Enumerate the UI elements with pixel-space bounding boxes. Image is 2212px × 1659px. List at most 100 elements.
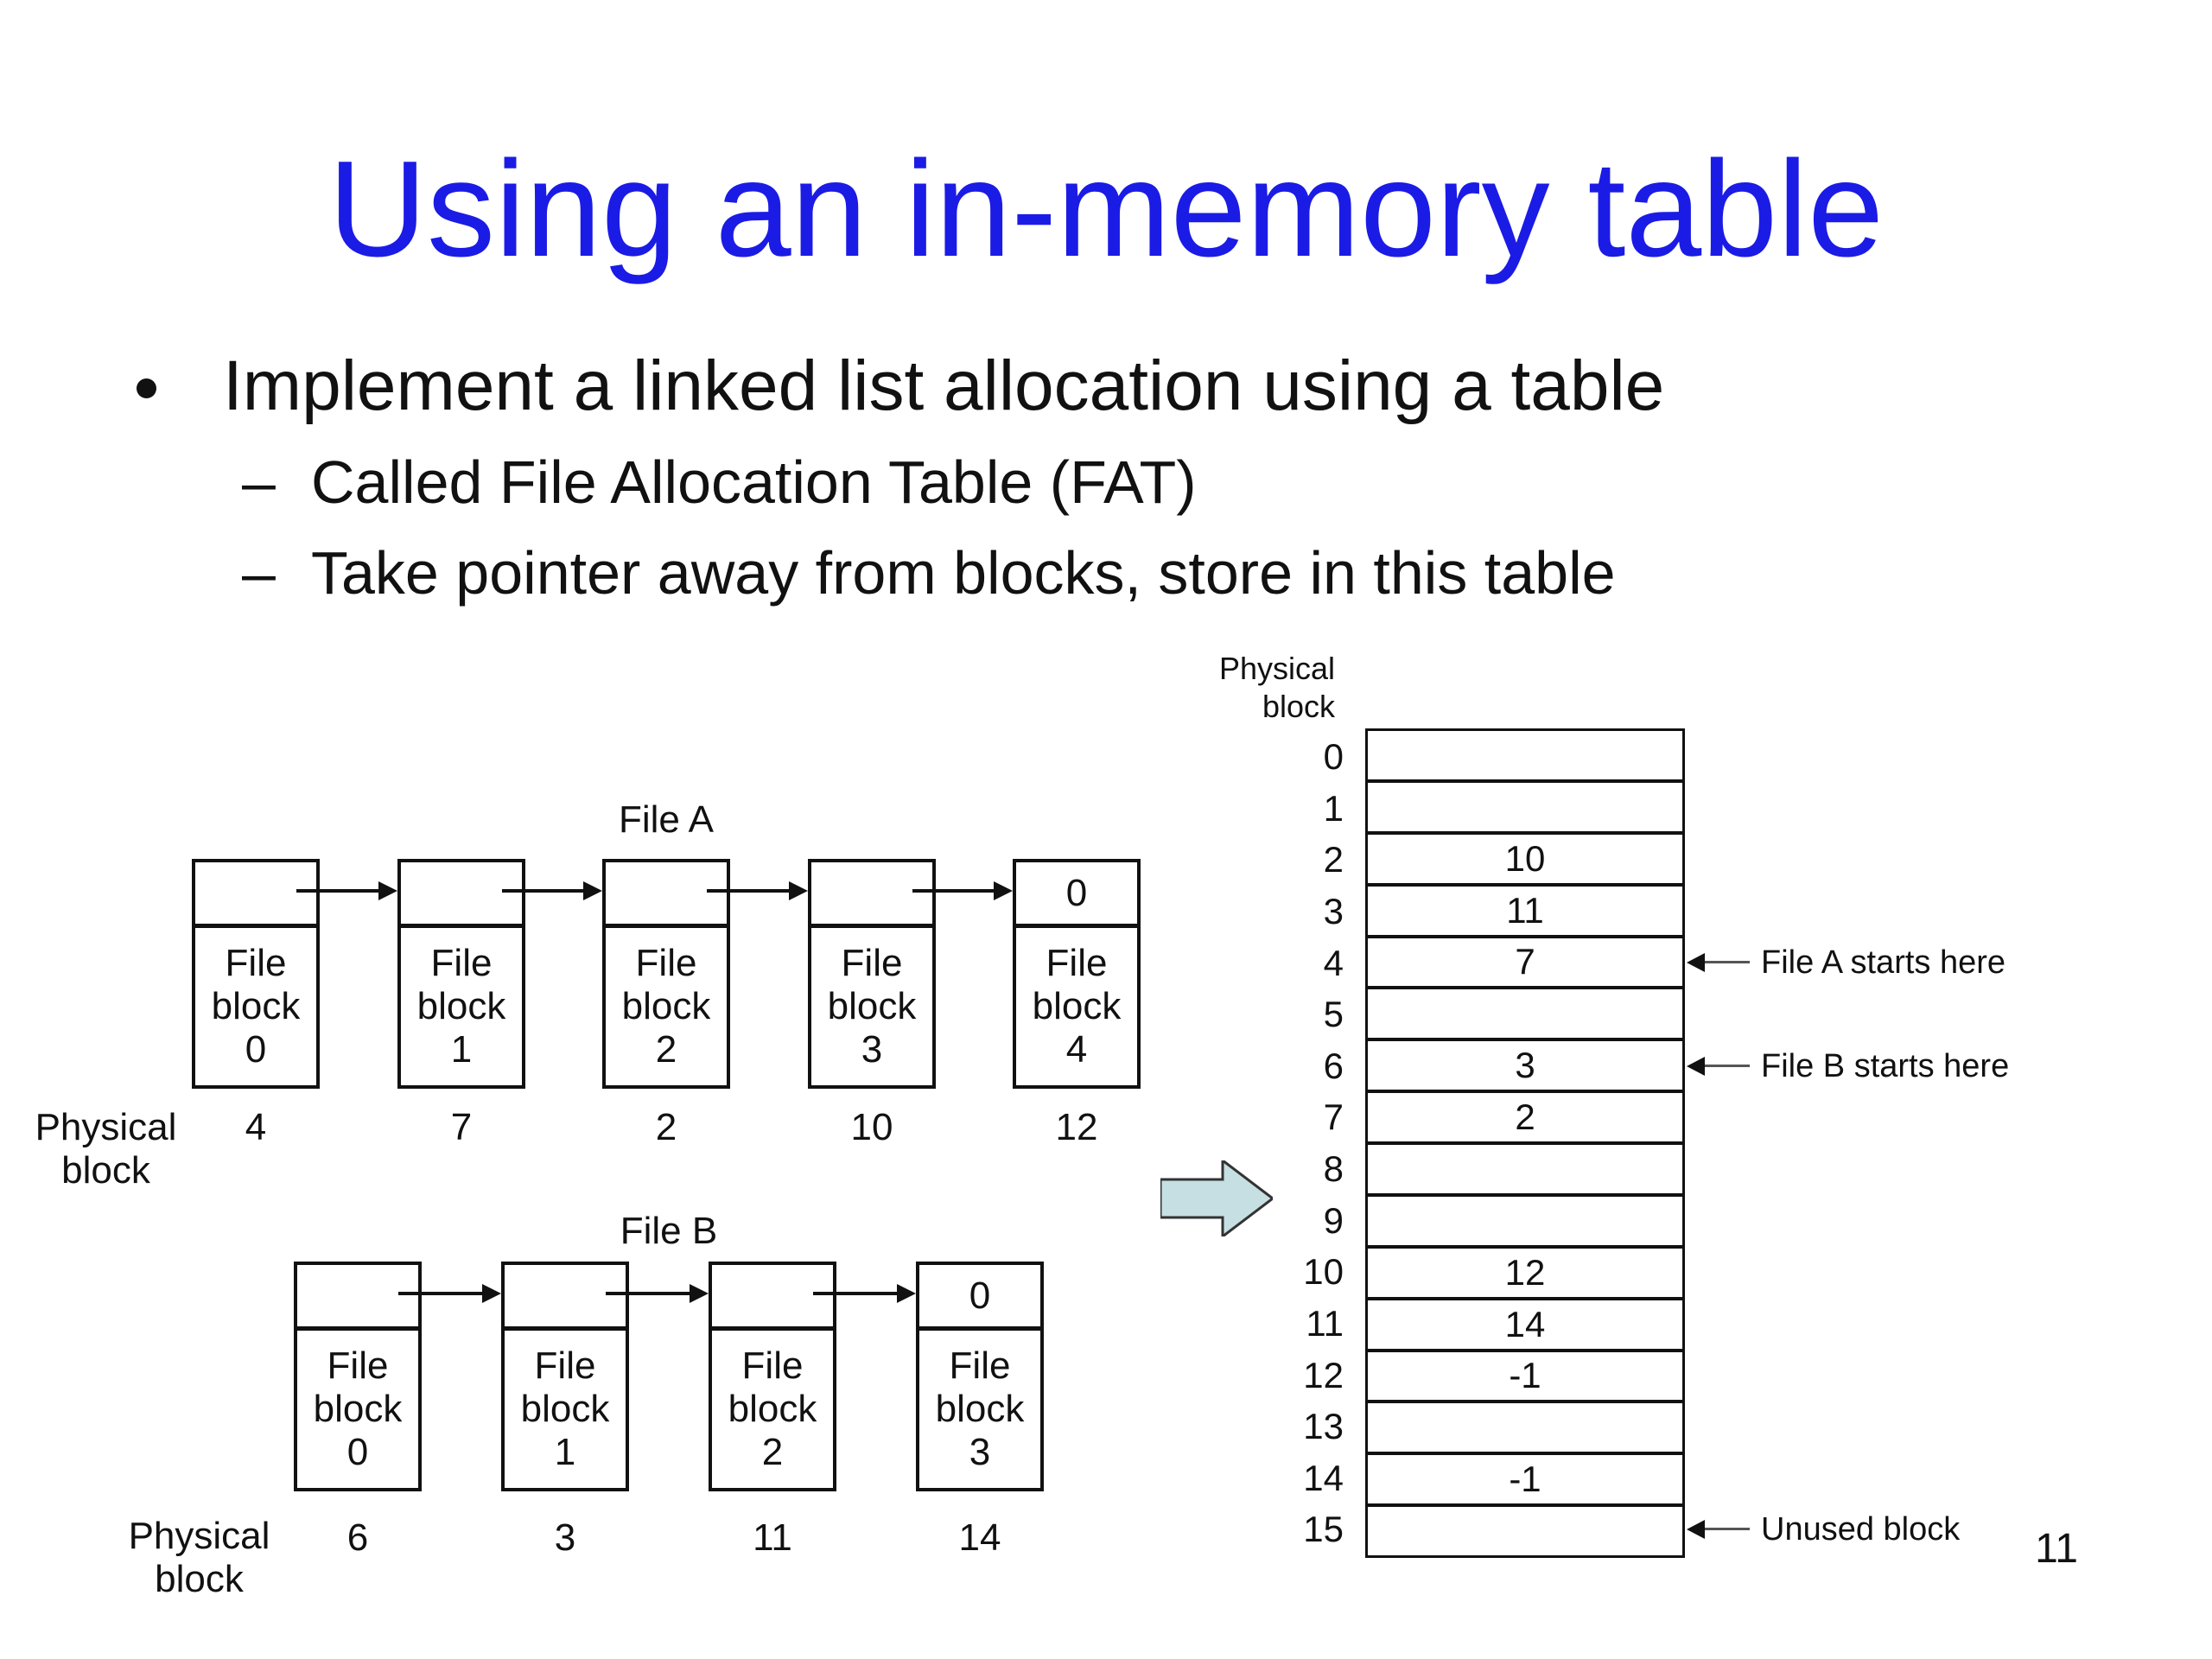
fat-annotation: File B starts here <box>1761 1047 2010 1084</box>
fat-row-index: 7 <box>1323 1096 1344 1138</box>
pointer-cell <box>401 862 522 928</box>
fat-row-index: 14 <box>1303 1457 1344 1498</box>
fat-row-value: 12 <box>1504 1251 1546 1293</box>
fat-row: 11 <box>1368 882 1682 935</box>
pointer-cell <box>297 1265 418 1331</box>
fat-row <box>1368 1400 1682 1452</box>
fat-row-value: 3 <box>1515 1045 1535 1086</box>
link-arrow-icon <box>789 881 808 900</box>
physical-block-number: 3 <box>554 1516 576 1559</box>
physical-block-number: 2 <box>655 1106 677 1148</box>
physical-block-number: 4 <box>245 1106 267 1148</box>
fat-row <box>1368 986 1682 1038</box>
big-right-arrow-icon <box>1160 1160 1273 1236</box>
fat-row-index: 6 <box>1323 1045 1344 1086</box>
physical-block-number: 11 <box>753 1516 792 1559</box>
sub-bullet-2: Take pointer away from blocks, store in … <box>311 539 1616 607</box>
link-arrow-line <box>398 1292 484 1295</box>
fat-row-index: 5 <box>1323 994 1344 1035</box>
fat-row <box>1368 1503 1682 1555</box>
physical-block-number: 14 <box>958 1516 1001 1559</box>
fat-row-index: 3 <box>1323 890 1344 931</box>
fat-row-index: 8 <box>1323 1148 1344 1189</box>
fat-row <box>1368 731 1682 779</box>
sub-bullet-dash-icon: – <box>242 448 276 516</box>
pointer-cell: 0 <box>1016 862 1137 928</box>
file-b-title: File B <box>620 1210 718 1252</box>
link-arrow-line <box>606 1292 691 1295</box>
fat-row-index: 1 <box>1323 787 1344 829</box>
fat-row-value: 11 <box>1506 889 1544 931</box>
pointer-cell <box>505 1265 626 1331</box>
link-arrow-line <box>912 889 995 893</box>
fat-row: 2 <box>1368 1090 1682 1141</box>
fat-row: 10 <box>1368 830 1682 883</box>
pointer-cell <box>606 862 727 928</box>
fat-row-index: 15 <box>1303 1509 1344 1550</box>
physical-block-number: 12 <box>1055 1106 1098 1148</box>
fat-row <box>1368 779 1682 831</box>
link-arrow-icon <box>583 881 602 900</box>
link-arrow-line <box>707 889 791 893</box>
sub-bullet-1: Called File Allocation Table (FAT) <box>311 448 1197 516</box>
fat-annotation: Unused block <box>1761 1511 1961 1548</box>
fat-row-value: 14 <box>1504 1303 1546 1344</box>
fat-row-value: -1 <box>1509 1459 1541 1500</box>
fat-row-value: 7 <box>1515 941 1535 982</box>
fat-row-index: 4 <box>1323 942 1344 983</box>
fat-row-index: 11 <box>1306 1302 1344 1344</box>
fat-row-index: 2 <box>1323 839 1344 880</box>
link-arrow-icon <box>690 1284 709 1303</box>
annotation-arrow-icon <box>1687 1056 1705 1076</box>
fat-row-value: 10 <box>1504 837 1546 879</box>
pointer-cell <box>712 1265 833 1331</box>
fat-row-index: 0 <box>1323 736 1344 777</box>
bullet-main: Implement a linked list allocation using… <box>223 346 1665 425</box>
fat-row-index: 12 <box>1303 1354 1344 1395</box>
slide-title: Using an in-memory table <box>327 133 1885 285</box>
sub-bullet-dash-icon: – <box>242 539 276 607</box>
fat-row: 3 <box>1368 1038 1682 1090</box>
physical-block-number: 7 <box>450 1106 473 1148</box>
fat-row: 14 <box>1368 1296 1682 1349</box>
fat-row <box>1368 1192 1682 1245</box>
link-arrow-line <box>502 889 585 893</box>
fat-row-index: 10 <box>1303 1251 1344 1293</box>
fat-row: 12 <box>1368 1244 1682 1297</box>
file-a-title: File A <box>618 798 715 841</box>
fat-annotation: File A starts here <box>1761 944 2006 982</box>
fat-row: -1 <box>1368 1452 1682 1503</box>
annotation-arrow-line <box>1705 1528 1750 1531</box>
fat-row-index: 9 <box>1323 1199 1344 1241</box>
link-arrow-line <box>296 889 380 893</box>
fat-row-index: 13 <box>1303 1406 1344 1447</box>
physical-block-number: 10 <box>850 1106 893 1148</box>
pointer-cell <box>195 862 316 928</box>
link-arrow-icon <box>378 881 397 900</box>
fat-row: 7 <box>1368 934 1682 987</box>
annotation-arrow-icon <box>1687 1520 1705 1540</box>
annotation-arrow-icon <box>1687 953 1705 973</box>
fat-row <box>1368 1141 1682 1193</box>
link-arrow-line <box>813 1292 899 1295</box>
